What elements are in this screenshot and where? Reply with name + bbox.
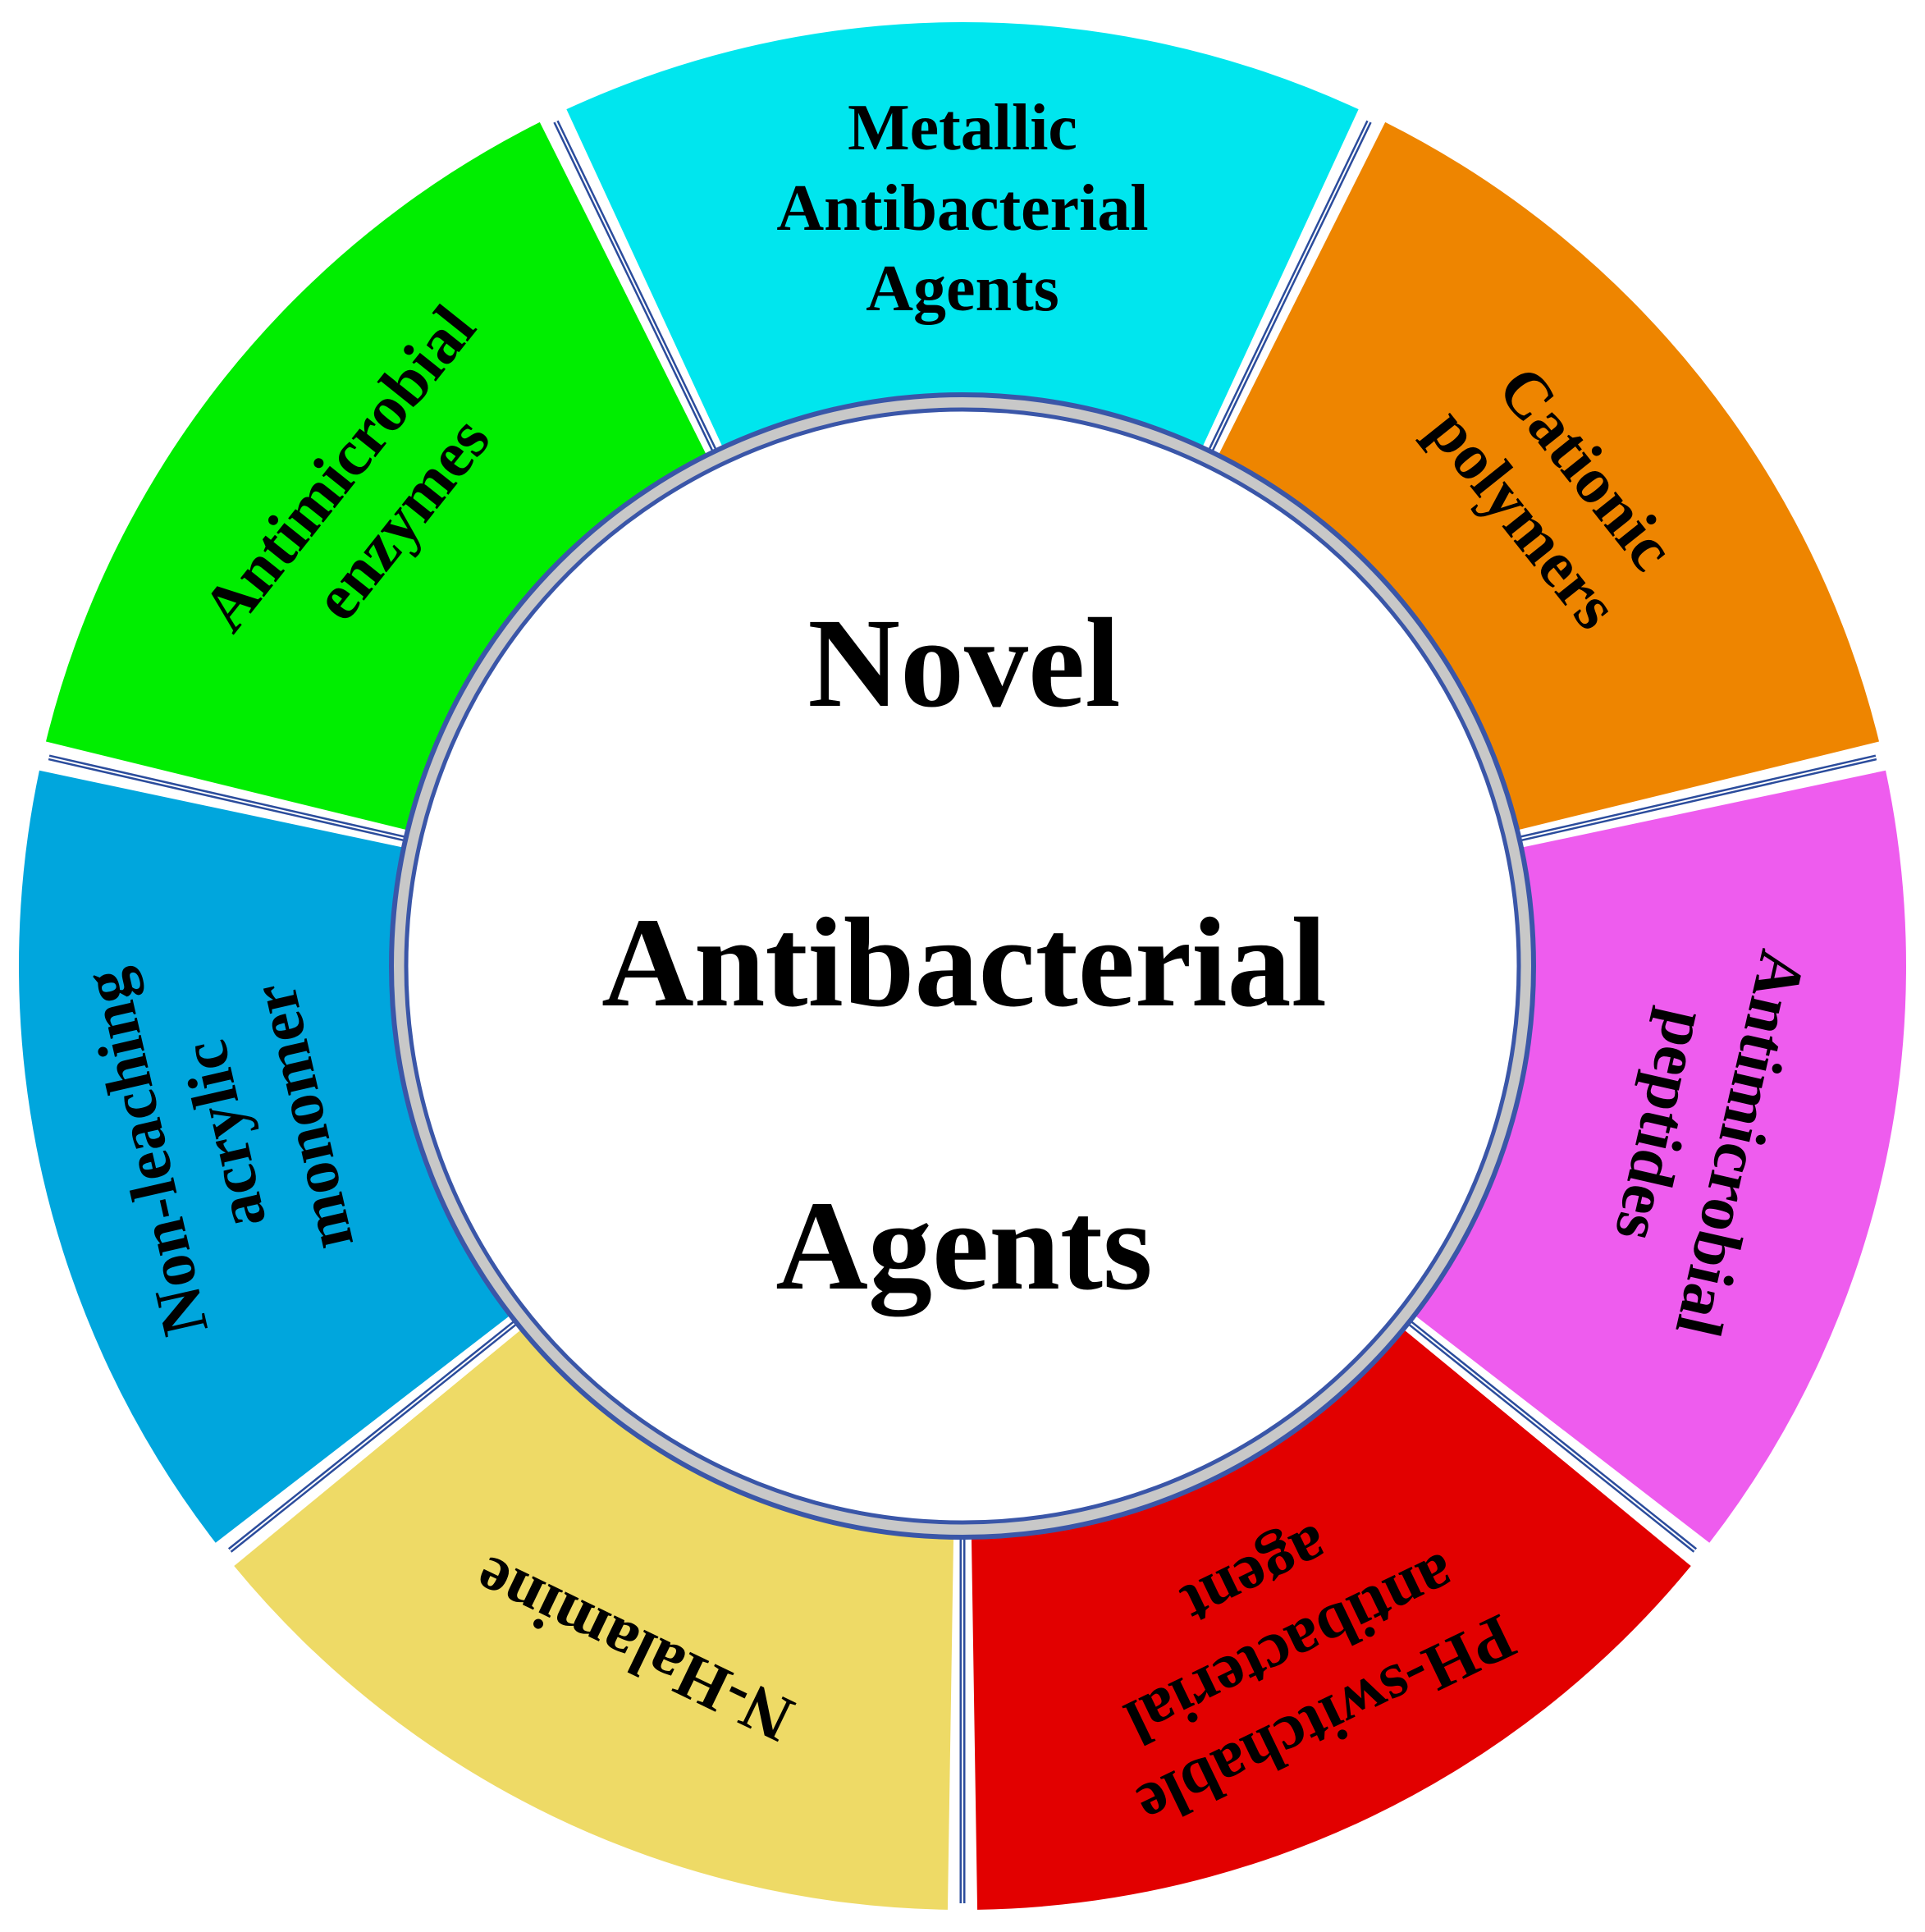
- segment-label-metallic-line-1: Metallic: [848, 92, 1077, 164]
- segment-peptides: [1414, 770, 1906, 1543]
- segment-n-halamine: [234, 1329, 954, 1910]
- segment-non-leaching: [19, 770, 511, 1543]
- segments-layer: [19, 22, 1906, 1910]
- center-disk: [404, 407, 1521, 1525]
- segment-enzymes: [45, 121, 707, 831]
- center-title-line-2: Antibacterial: [601, 891, 1327, 1033]
- separator-highlight-2: [1209, 121, 1370, 452]
- separator-highlight-1: [555, 121, 716, 452]
- segment-label-metallic-line-3: Agents: [866, 253, 1059, 325]
- segment-label-metallic-line-2: Antibacterial: [776, 172, 1148, 245]
- segment-metallic: [566, 22, 1359, 448]
- center-title-line-1: Novel: [807, 592, 1120, 734]
- segment-cationic: [1218, 121, 1880, 831]
- center-title: Novel Antibacterial Agents: [601, 592, 1327, 1317]
- separator-highlight-7: [48, 756, 406, 840]
- separators-layer: [48, 120, 1877, 1903]
- separator-highlight-3: [1519, 756, 1877, 840]
- separator-highlight-4: [1408, 1321, 1696, 1551]
- segment-ph-switchable: [971, 1329, 1691, 1910]
- center-title-line-3: Agents: [775, 1174, 1152, 1317]
- separator-highlight-6: [229, 1321, 517, 1551]
